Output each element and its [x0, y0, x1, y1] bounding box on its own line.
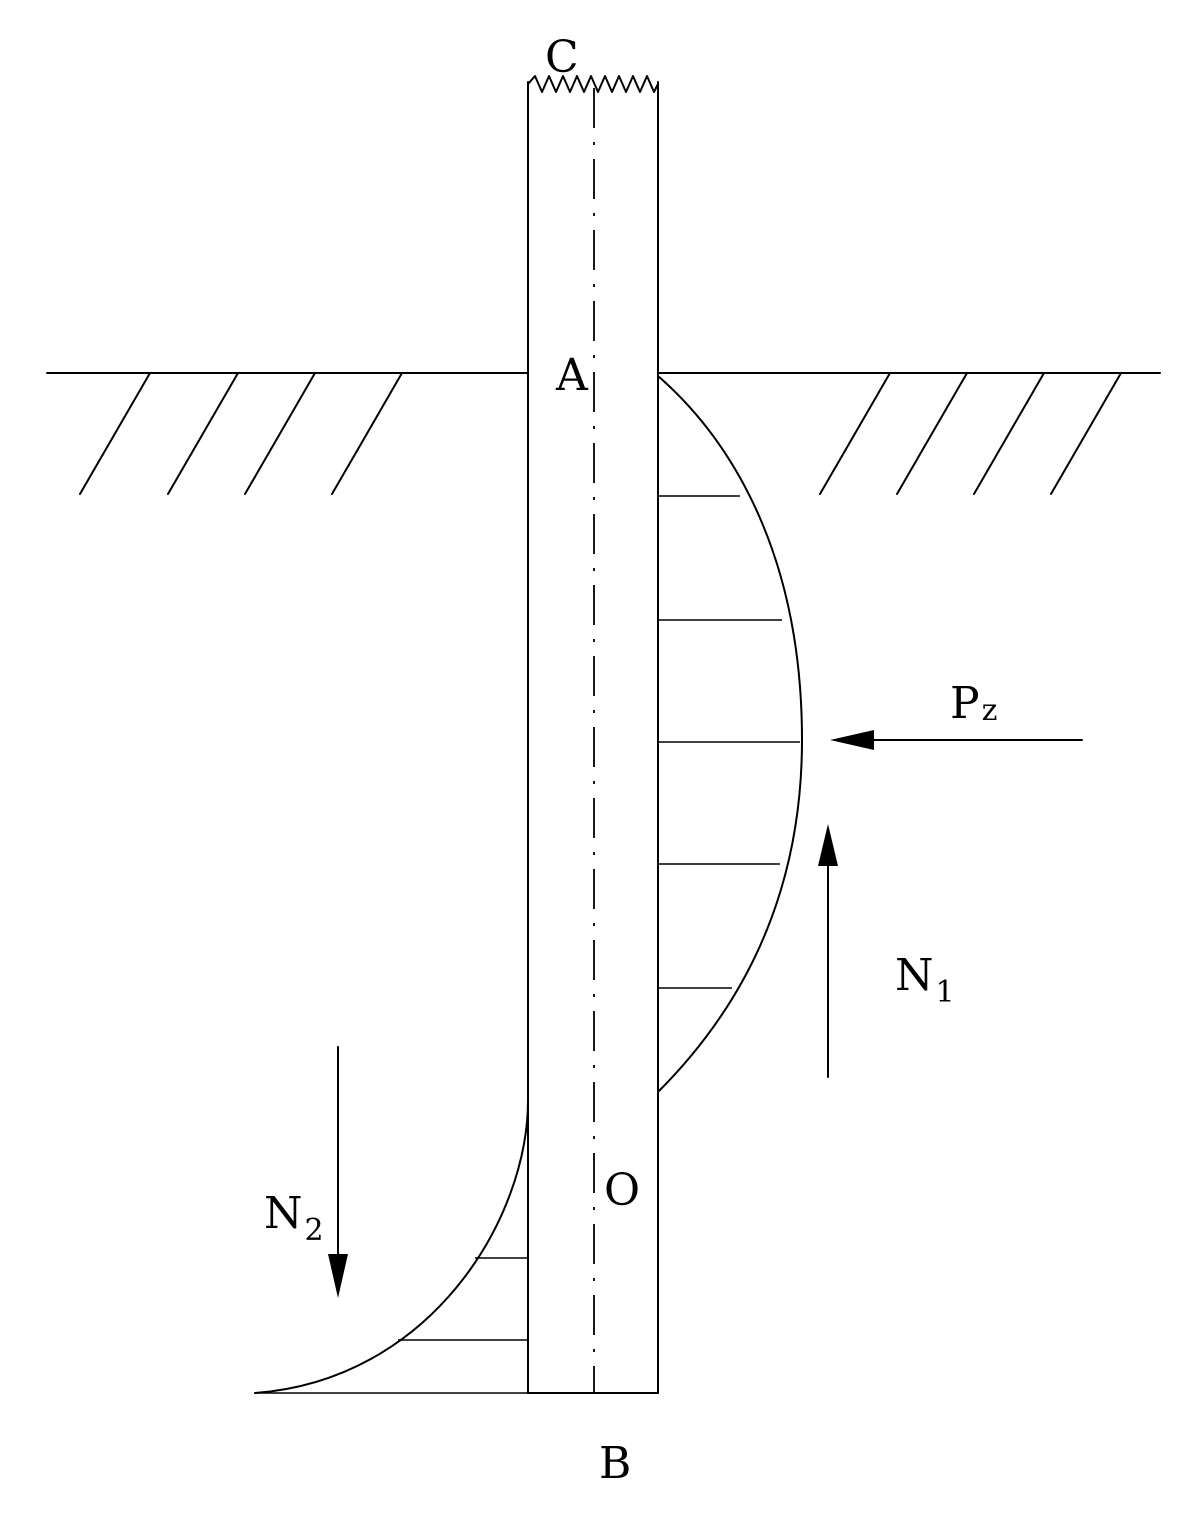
n1-arrow-head: [818, 824, 838, 866]
label-b: B: [599, 1438, 631, 1489]
pz-arrow-head: [830, 730, 874, 750]
pile-break-line: [527, 75, 659, 93]
pressure-curve-right: [657, 375, 803, 1093]
force-pz: [830, 730, 1083, 750]
label-a: A: [555, 350, 589, 401]
label-n2: N2: [264, 1188, 324, 1248]
pressure-distribution-right: [657, 375, 803, 1093]
force-n2: [328, 1046, 348, 1298]
label-o: O: [604, 1165, 640, 1216]
n2-arrow-head: [328, 1254, 348, 1298]
ground-hatching: [79, 372, 1122, 495]
pressure-curve-left: [254, 1099, 529, 1394]
label-n1: N1: [895, 950, 955, 1010]
label-pz: Pz: [950, 678, 997, 729]
label-c: C: [545, 32, 579, 83]
ground-surface: [46, 372, 1161, 495]
pile: [527, 75, 659, 1394]
force-n1: [818, 824, 838, 1078]
pressure-distribution-left: [254, 1099, 529, 1394]
